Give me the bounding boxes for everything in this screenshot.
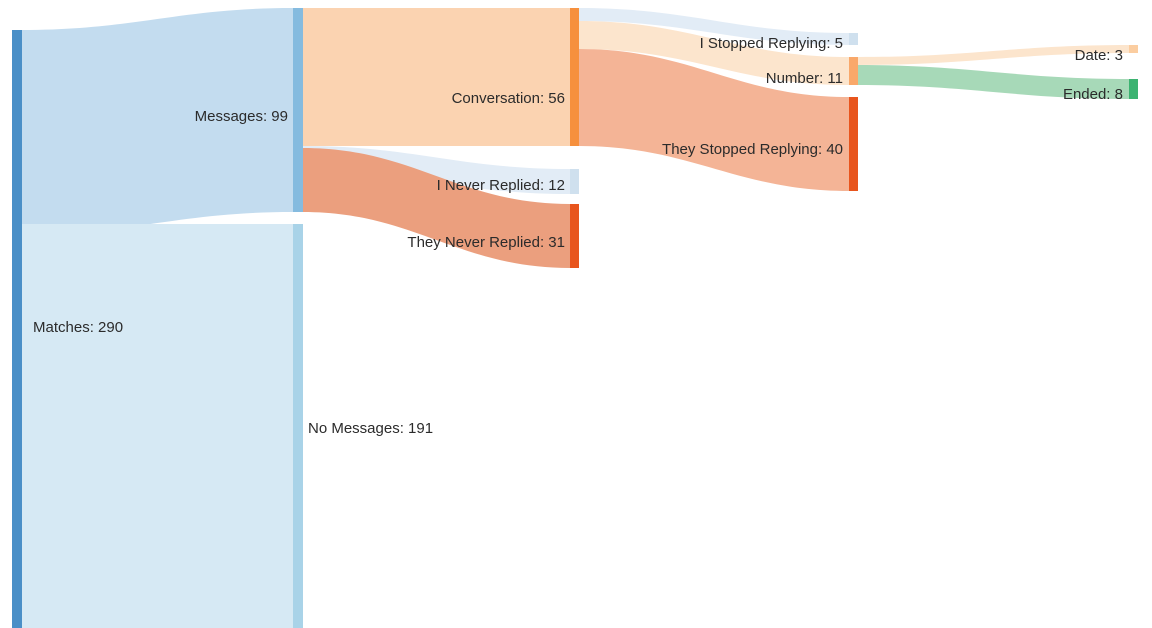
sankey-node-label-conversation: Conversation: 56 [452, 90, 565, 107]
sankey-node-label-messages: Messages: 99 [195, 108, 288, 125]
sankey-node-conversation[interactable] [570, 8, 579, 146]
sankey-node-they_never_replied[interactable] [570, 204, 579, 268]
sankey-node-label-date: Date: 3 [1075, 47, 1123, 64]
sankey-node-ended[interactable] [1129, 79, 1138, 99]
sankey-labels-layer: Matches: 290 Messages: 99 No Messages: 191… [33, 35, 1123, 437]
sankey-node-date[interactable] [1129, 45, 1138, 53]
sankey-link-number-to-ended[interactable] [858, 65, 1129, 99]
sankey-link-matches-to-messages[interactable] [22, 8, 293, 234]
sankey-node-label-i_never_replied: I Never Replied: 12 [437, 177, 565, 194]
sankey-node-label-they_never_replied: They Never Replied: 31 [407, 234, 565, 251]
sankey-node-label-matches: Matches: 290 [33, 319, 123, 336]
sankey-link-messages-to-they_never_replied[interactable] [303, 148, 570, 268]
sankey-node-messages[interactable] [293, 8, 303, 212]
sankey-node-label-number: Number: 11 [766, 70, 843, 87]
sankey-link-messages-to-conversation[interactable] [303, 8, 570, 146]
sankey-node-label-i_stopped_replying: I Stopped Replying: 5 [700, 35, 843, 52]
sankey-links-layer [22, 8, 1129, 628]
sankey-link-conversation-to-number[interactable] [579, 21, 849, 85]
sankey-node-label-they_stopped_replying: They Stopped Replying: 40 [662, 141, 843, 158]
sankey-node-i_never_replied[interactable] [570, 169, 579, 194]
sankey-node-label-ended: Ended: 8 [1063, 86, 1123, 103]
sankey-link-matches-to-no_messages[interactable] [22, 224, 293, 628]
sankey-node-matches[interactable] [12, 30, 22, 628]
sankey-link-conversation-to-i_stopped_replying[interactable] [579, 8, 849, 45]
sankey-node-label-no_messages: No Messages: 191 [308, 420, 433, 437]
sankey-node-no_messages[interactable] [293, 224, 303, 628]
sankey-link-number-to-date[interactable] [858, 45, 1129, 65]
sankey-node-they_stopped_replying[interactable] [849, 97, 858, 191]
sankey-node-i_stopped_replying[interactable] [849, 33, 858, 45]
sankey-node-number[interactable] [849, 57, 858, 85]
sankey-nodes-layer [12, 8, 1138, 628]
sankey-link-conversation-to-they_stopped_replying[interactable] [579, 49, 849, 191]
